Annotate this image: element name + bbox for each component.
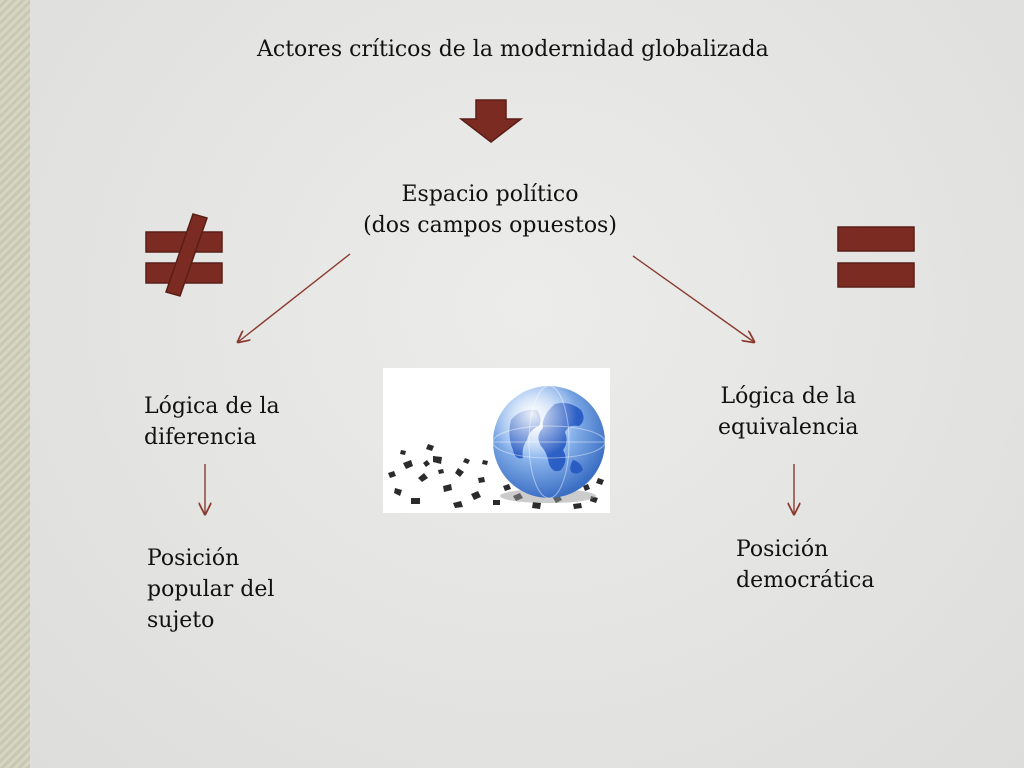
left-logic-node: Lógica de la diferencia <box>144 391 280 453</box>
left-logic-line1: Lógica de la <box>144 394 280 419</box>
right-position-line1: Posición <box>736 537 829 562</box>
right-position-line2: democrática <box>736 568 875 593</box>
right-position-node: Posición democrática <box>736 534 874 596</box>
right-logic-line1: Lógica de la <box>720 384 857 409</box>
decorative-left-border <box>0 0 30 768</box>
slide-title: Actores críticos de la modernidad global… <box>257 37 769 62</box>
left-logic-line2: diferencia <box>144 425 257 450</box>
left-position-line2: popular del <box>147 577 275 602</box>
center-node-line2: (dos campos opuestos) <box>363 213 617 238</box>
down-arrow-icon <box>458 99 524 143</box>
globe-image <box>383 368 610 513</box>
arrow-to-left-logic <box>238 253 351 342</box>
globe-icon <box>388 385 606 509</box>
right-logic-node: Lógica de la equivalencia <box>718 381 859 443</box>
equals-icon <box>837 226 915 288</box>
center-node: Espacio político (dos campos opuestos) <box>300 179 680 241</box>
arrow-to-right-logic <box>632 255 754 342</box>
center-node-line1: Espacio político <box>401 182 579 207</box>
left-position-node: Posición popular del sujeto <box>147 543 274 636</box>
globe-highlight <box>493 386 605 498</box>
left-position-line3: sujeto <box>147 608 215 633</box>
right-logic-line2: equivalencia <box>718 415 859 440</box>
not-equal-icon <box>145 213 223 297</box>
left-position-line1: Posición <box>147 546 240 571</box>
